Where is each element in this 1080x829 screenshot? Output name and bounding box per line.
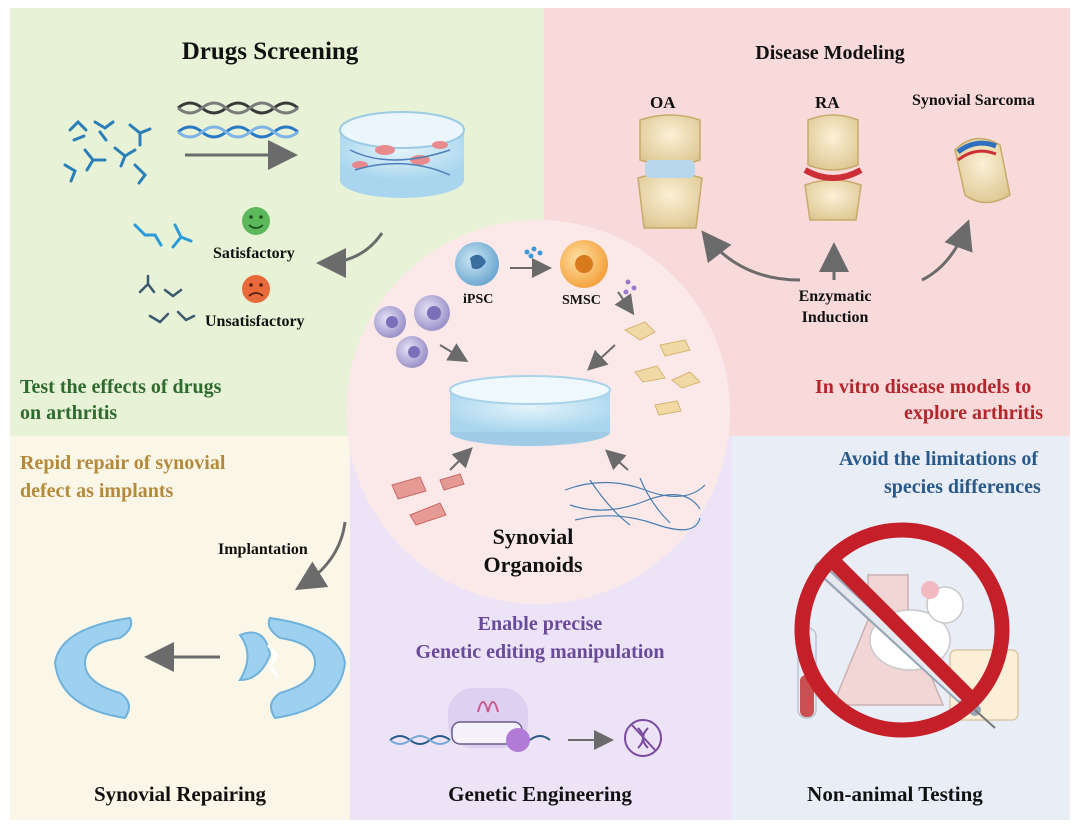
oa-knee-joint-icon	[637, 114, 703, 229]
synovial-organoids-title-line2: Organoids	[483, 552, 583, 577]
oa-label: OA	[650, 93, 676, 112]
repaired-meniscus-icon	[53, 616, 133, 720]
gene-editing-complex-icon	[389, 688, 551, 752]
genetic-engineering-title: Genetic Engineering	[448, 782, 632, 806]
edited-dna-icon	[624, 719, 662, 757]
prohibited-sign-icon	[794, 522, 1010, 738]
disease-modeling-title: Disease Modeling	[755, 42, 905, 64]
synovial-organoids-title-line1: Synovial	[492, 524, 574, 549]
macrophage-cells-icon	[374, 295, 450, 368]
enzymatic-label: Enzymatic	[798, 288, 872, 305]
genetic-engineering-desc-line2: Genetic editing manipulation	[415, 641, 665, 663]
non-animal-desc-line1: Avoid the limitations of	[839, 448, 1039, 470]
satisfactory-label: Satisfactory	[213, 245, 295, 262]
induction-label: Induction	[801, 309, 869, 326]
fibroblast-cells-icon	[623, 321, 701, 416]
synovial-repairing-title: Synovial Repairing	[93, 782, 267, 806]
sad-face-icon	[242, 275, 270, 303]
drug-molecules-icon	[63, 119, 152, 185]
unsatisfactory-molecules-icon	[138, 274, 196, 324]
ipsc-cell-icon	[455, 242, 499, 286]
drugs-screening-desc-line2: on arthritis	[20, 402, 118, 424]
happy-face-icon	[242, 207, 270, 235]
disease-modeling-desc-line1: In vitro disease models to	[815, 376, 1032, 398]
implantation-label: Implantation	[218, 541, 308, 558]
damaged-meniscus-icon	[238, 616, 347, 720]
fiber-network-icon	[564, 477, 706, 531]
drugs-screening-desc-line1: Test the effects of drugs	[20, 376, 222, 398]
ra-knee-joint-icon	[803, 114, 863, 221]
ra-label: RA	[815, 93, 840, 112]
genetic-engineering-desc-line1: Enable precise	[477, 613, 603, 635]
synovial-sarcoma-label: Synovial Sarcoma	[912, 92, 1035, 109]
endothelial-cells-icon	[391, 473, 465, 526]
ipsc-label: iPSC	[463, 292, 494, 307]
dna-strands-icon	[177, 101, 299, 139]
synovial-sarcoma-bone-icon	[954, 137, 1011, 204]
synovial-repairing-desc-line1: Repid repair of synovial	[20, 452, 226, 474]
culture-dish-icon	[339, 111, 465, 198]
unsatisfactory-label: Unsatisfactory	[205, 313, 305, 330]
organoid-dish-icon	[449, 375, 611, 446]
synovial-repairing-desc-line2: defect as implants	[20, 480, 174, 502]
drugs-screening-title: Drugs Screening	[181, 38, 359, 65]
satisfactory-molecules-icon	[133, 223, 193, 249]
disease-modeling-desc-line2: explore arthritis	[904, 402, 1044, 424]
smsc-label: SMSC	[562, 293, 601, 308]
smsc-cell-icon	[560, 240, 608, 288]
non-animal-testing-title: Non-animal Testing	[807, 782, 983, 806]
non-animal-desc-line2: species differences	[884, 476, 1041, 498]
